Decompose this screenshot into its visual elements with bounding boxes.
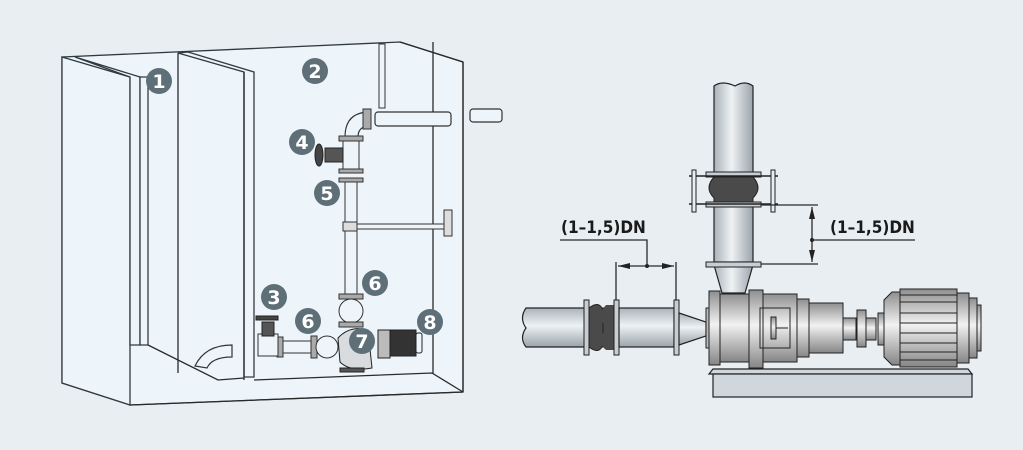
callout-2-label: 2	[308, 61, 321, 83]
suction-check-valve	[315, 335, 339, 359]
front-bottom-edge	[129, 391, 464, 406]
pump-casing-front	[708, 290, 721, 366]
base-top	[707, 368, 974, 375]
divider-1-edge	[139, 76, 149, 346]
flange	[338, 321, 364, 328]
basin-illustration	[61, 41, 503, 406]
callout-3: 3	[261, 284, 287, 310]
leader-line	[560, 239, 648, 266]
callout-6b-label: 6	[301, 311, 314, 333]
pump-cover-flange	[748, 289, 764, 369]
callout-5: 5	[314, 180, 340, 206]
pipe-clamp	[342, 221, 358, 232]
callout-6a: 6	[362, 270, 388, 296]
divider-1	[74, 56, 141, 346]
discharge-pipe-horizontal	[374, 111, 452, 127]
motor-flange	[377, 329, 391, 359]
vertical-rubber-joint	[708, 176, 759, 205]
flange	[338, 135, 364, 142]
suction-valve-handwheel	[255, 315, 279, 321]
suction-reducer	[678, 312, 707, 346]
arrow-right-icon	[662, 263, 674, 269]
arrow-up-icon	[809, 207, 815, 219]
suction-joint-flange-left	[583, 299, 590, 356]
suction-valve-stem	[261, 321, 275, 337]
arrow-down-icon	[809, 250, 815, 262]
callout-4-label: 4	[295, 132, 308, 154]
left-chamber-side	[61, 56, 131, 406]
flange	[338, 168, 364, 174]
tie-rod-left	[691, 169, 697, 213]
shaft-end	[842, 317, 857, 341]
pump-installation-illustration: (1–1,5)DN (1–1,5)DN	[521, 82, 982, 398]
dimension-vertical: (1–1,5)DN	[761, 204, 915, 265]
coupling-half-right	[877, 312, 885, 346]
suction-pipe-straight	[618, 307, 675, 348]
discharge-pipe-upper	[713, 82, 754, 175]
motor-fan-cover	[968, 297, 978, 359]
callout-5-label: 5	[320, 183, 333, 205]
outlet-pipe-outside	[469, 108, 503, 123]
callout-8-label: 8	[423, 312, 436, 334]
pump-foot	[339, 367, 365, 373]
arrow-left-icon	[618, 263, 630, 269]
rubber-bulge	[601, 305, 616, 350]
discharge-flange	[705, 261, 762, 268]
callout-1-label: 1	[152, 71, 165, 93]
suction-pipe-flange	[673, 299, 680, 356]
suction-joint-flange-right	[613, 299, 620, 356]
callout-6a-label: 6	[368, 273, 381, 295]
motor-end-cap	[415, 332, 423, 354]
gate-valve-body	[342, 140, 360, 170]
motor-rear-cover	[956, 292, 970, 364]
dimension-label-vertical: (1–1,5)DN	[830, 218, 915, 238]
callout-7: 7	[349, 328, 375, 354]
wall-plate	[443, 209, 453, 237]
right-chamber-floor	[253, 372, 464, 393]
coupling-half-left	[856, 309, 867, 348]
callout-2: 2	[302, 58, 328, 84]
right-rim	[399, 41, 464, 63]
bearing-frame	[808, 302, 844, 354]
gate-valve-handwheel	[314, 143, 324, 167]
discharge-pipe-lower	[713, 203, 754, 263]
seal	[770, 316, 777, 340]
elbow-flange	[362, 108, 372, 130]
callout-6b: 6	[295, 308, 321, 334]
discharge-reducer	[713, 264, 754, 294]
lantern-window	[759, 307, 791, 349]
bearing-cap	[796, 298, 810, 358]
vertical-pipe	[344, 181, 358, 295]
pump-casing	[719, 293, 751, 363]
coupling-hub	[865, 317, 877, 341]
callout-3-label: 3	[267, 287, 280, 309]
tie-rod-right	[770, 169, 776, 213]
motor-cooling-fins	[900, 294, 957, 361]
motor-body	[389, 329, 417, 357]
check-valve	[338, 298, 364, 324]
base-plate	[712, 373, 973, 398]
motor-front-cover	[883, 291, 901, 366]
left-chamber-floor	[147, 344, 245, 381]
flange	[338, 177, 364, 183]
suction-pipe-left	[521, 307, 591, 348]
dimension-horizontal: (1–1,5)DN	[560, 218, 677, 300]
motor-end	[976, 304, 982, 352]
dimension-label-horizontal: (1–1,5)DN	[561, 218, 646, 238]
flange	[338, 293, 364, 300]
callout-1: 1	[146, 68, 172, 94]
inlet-pipe-bend	[194, 344, 233, 369]
vent-pipe	[378, 43, 386, 109]
callout-7-label: 7	[355, 331, 368, 353]
callout-8: 8	[417, 309, 443, 335]
support-bracket	[356, 223, 446, 230]
callout-4: 4	[289, 129, 315, 155]
motor-housing	[899, 288, 958, 368]
gate-valve-stem	[324, 147, 344, 163]
callouts: 1 2 3 4 5 6 6 7 8	[146, 58, 443, 354]
suction-valve-body	[257, 333, 279, 357]
